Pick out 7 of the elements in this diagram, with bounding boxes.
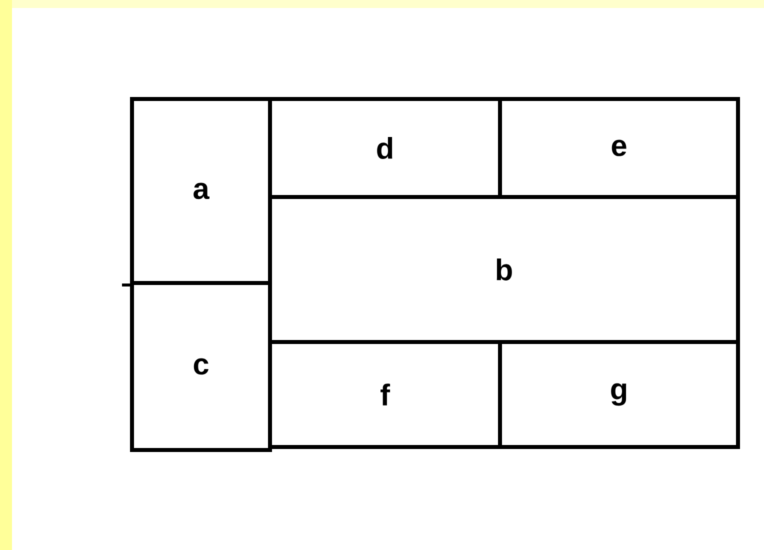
region-box: g <box>498 340 740 449</box>
region-box: b <box>268 195 740 344</box>
region-box: e <box>498 97 740 199</box>
region-box: f <box>268 340 502 449</box>
region-box: c <box>130 281 272 452</box>
region-box: a <box>130 97 272 285</box>
region-box: d <box>268 97 502 199</box>
